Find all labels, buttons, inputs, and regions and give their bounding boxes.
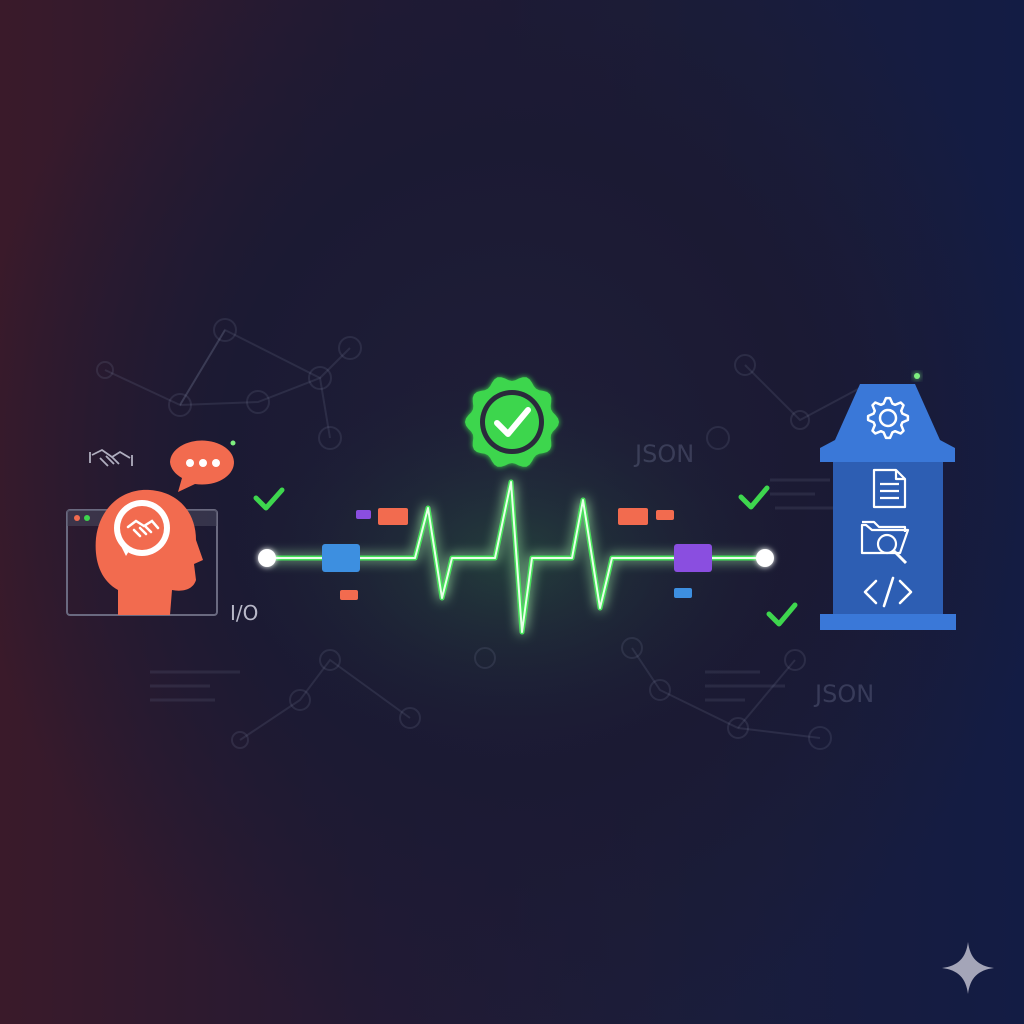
faint-code-lines — [150, 478, 845, 702]
sparkle-icon — [942, 942, 994, 994]
check-icon-right-bottom — [766, 602, 798, 627]
center-halo — [212, 360, 812, 760]
packet-purple-right — [674, 544, 712, 572]
check-icon-right-top — [738, 485, 770, 510]
packet-orange-4 — [656, 510, 674, 520]
check-icon-left — [253, 487, 285, 511]
folder-search-icon — [860, 520, 910, 565]
heartbeat-line-icon — [264, 479, 768, 635]
network-graph-left — [96, 318, 421, 749]
server-tower — [820, 384, 956, 630]
packet-orange-1 — [378, 508, 408, 525]
packet-blue-left — [322, 544, 360, 572]
handshake-icon — [89, 448, 133, 467]
json-label-top: JSON — [633, 440, 694, 468]
tower-light — [914, 373, 920, 379]
endpoint-right — [756, 549, 774, 567]
sparkle-dot — [230, 440, 236, 446]
head-profile-icon — [95, 489, 203, 615]
code-icon — [863, 576, 913, 608]
speech-bubble-icon — [170, 440, 234, 492]
packet-purple-small — [356, 510, 371, 519]
endpoint-left — [258, 549, 276, 567]
verified-badge-icon — [465, 377, 559, 467]
document-icon — [872, 468, 907, 509]
json-label-bottom: JSON — [813, 680, 874, 708]
io-label: I/O — [230, 601, 258, 625]
packet-blue-small — [674, 588, 692, 598]
packet-orange-3 — [618, 508, 648, 525]
network-graph-right — [474, 354, 861, 750]
gear-icon — [866, 396, 910, 440]
packet-orange-2 — [340, 590, 358, 600]
